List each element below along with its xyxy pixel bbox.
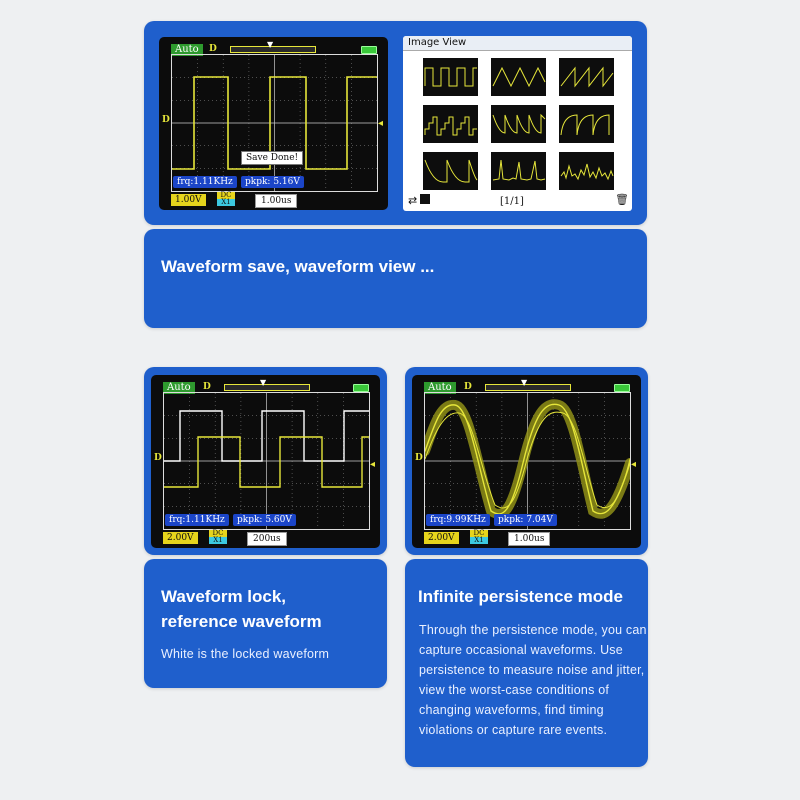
grid-lines <box>172 55 377 191</box>
channel-marker: D <box>162 115 170 125</box>
desc-line: changing waveforms, find timing <box>419 703 604 717</box>
trigger-icon: D <box>209 44 217 54</box>
thumbnail-charge[interactable] <box>559 105 614 143</box>
feature-desc-lock: White is the locked waveform <box>161 647 330 661</box>
desc-line: view the worst-case conditions of <box>419 683 610 697</box>
thumbnail-noise-spikes[interactable] <box>491 152 546 190</box>
trigger-icon: D <box>203 382 211 392</box>
grid-lines <box>164 393 369 529</box>
scope-screen-save: Auto D ▼ D ◂ Save Done! frq:1.11KHz pkpk… <box>159 37 388 210</box>
volts-div-readout: 2.00V <box>163 532 198 544</box>
image-view-title: Image View <box>403 36 632 51</box>
mode-badge: Auto <box>424 382 456 394</box>
locked-reference-trace <box>164 410 369 462</box>
page-indicator: [1/1] <box>500 196 524 207</box>
thumbnail-pulse-decay[interactable] <box>423 152 478 190</box>
waveform-grid <box>424 392 631 530</box>
mode-badge: Auto <box>171 44 203 56</box>
waveform-grid <box>163 392 370 530</box>
thumbnail-square[interactable] <box>423 58 478 96</box>
timebase-bar <box>224 384 310 391</box>
trigger-icon: D <box>464 382 472 392</box>
mode-badge: Auto <box>163 382 195 394</box>
rotate-icon[interactable]: ⇄ <box>408 194 418 207</box>
time-div-readout: 200us <box>247 532 287 546</box>
thumbnail-decay[interactable] <box>491 105 546 143</box>
peak-to-peak-readout: pkpk: 5.60V <box>233 514 296 526</box>
peak-to-peak-readout: pkpk: 7.04V <box>494 514 557 526</box>
trigger-level-arrow: ◂ <box>631 459 637 470</box>
panel-persistence-text: Infinite persistence mode Through the pe… <box>405 559 648 767</box>
battery-icon <box>614 384 630 392</box>
scope-screen-lock: Auto D ▼ D ◂ frq:1.11KHz pkpk: 5.60V 2.0… <box>151 375 380 548</box>
channel-marker: D <box>154 453 162 463</box>
panel-waveform-save-text: Waveform save, waveform view ... <box>144 229 647 328</box>
desc-line: persistence to measure noise and jitter, <box>419 663 645 677</box>
feature-title-lock-2: reference waveform <box>161 612 322 631</box>
frequency-readout: frq:9.99KHz <box>426 514 490 526</box>
trigger-level-arrow: ◂ <box>378 118 384 129</box>
battery-icon <box>361 46 377 54</box>
image-view-screen: Image View ⇄ [1/1] 🗑 <box>403 36 632 211</box>
time-div-readout: 1.00us <box>508 532 551 546</box>
battery-icon <box>353 384 369 392</box>
grid-lines <box>425 393 630 529</box>
feature-desc-persistence: Through the persistence mode, you can ca… <box>419 620 647 740</box>
channel-marker: D <box>415 453 423 463</box>
frequency-readout: frq:1.11KHz <box>165 514 229 526</box>
time-div-readout: 1.00us <box>255 194 298 208</box>
volts-div-readout: 2.00V <box>424 532 459 544</box>
panel-waveform-lock-text: Waveform lock, reference waveform White … <box>144 559 387 688</box>
live-square-trace <box>164 436 369 488</box>
trigger-level-arrow: ◂ <box>370 459 376 470</box>
desc-line: violations or capture rare events. <box>419 723 608 737</box>
volts-div-readout: 1.00V <box>171 194 206 206</box>
thumbnail-staircase[interactable] <box>423 105 478 143</box>
square-wave-trace <box>172 76 377 170</box>
desc-line: capture occasional waveforms. Use <box>419 643 623 657</box>
thumbnail-sawtooth[interactable] <box>559 58 614 96</box>
waveform-grid <box>171 54 378 192</box>
trigger-pos-marker: ▼ <box>260 378 267 387</box>
feature-title-persistence: Infinite persistence mode <box>418 587 623 606</box>
trash-icon[interactable]: 🗑 <box>615 193 629 206</box>
frequency-readout: frq:1.11KHz <box>173 176 237 188</box>
feature-title-save: Waveform save, waveform view ... <box>161 257 435 276</box>
persistence-sine-band <box>425 399 630 519</box>
trigger-pos-marker: ▼ <box>267 40 274 49</box>
peak-to-peak-readout: pkpk: 5.16V <box>241 176 304 188</box>
desc-line: Through the persistence mode, you can <box>419 623 647 637</box>
scope-screen-persistence: Auto D ▼ D ◂ frq:9.99KHz pkpk: 7.04V 2.0… <box>412 375 641 548</box>
timebase-bar <box>485 384 571 391</box>
timebase-bar <box>230 46 316 53</box>
save-done-message: Save Done! <box>241 151 304 165</box>
thumbnail-noise[interactable] <box>559 152 614 190</box>
thumbnail-triangle[interactable] <box>491 58 546 96</box>
trigger-pos-marker: ▼ <box>521 378 528 387</box>
feature-title-lock-1: Waveform lock, <box>161 587 287 606</box>
selection-icon <box>420 194 430 204</box>
